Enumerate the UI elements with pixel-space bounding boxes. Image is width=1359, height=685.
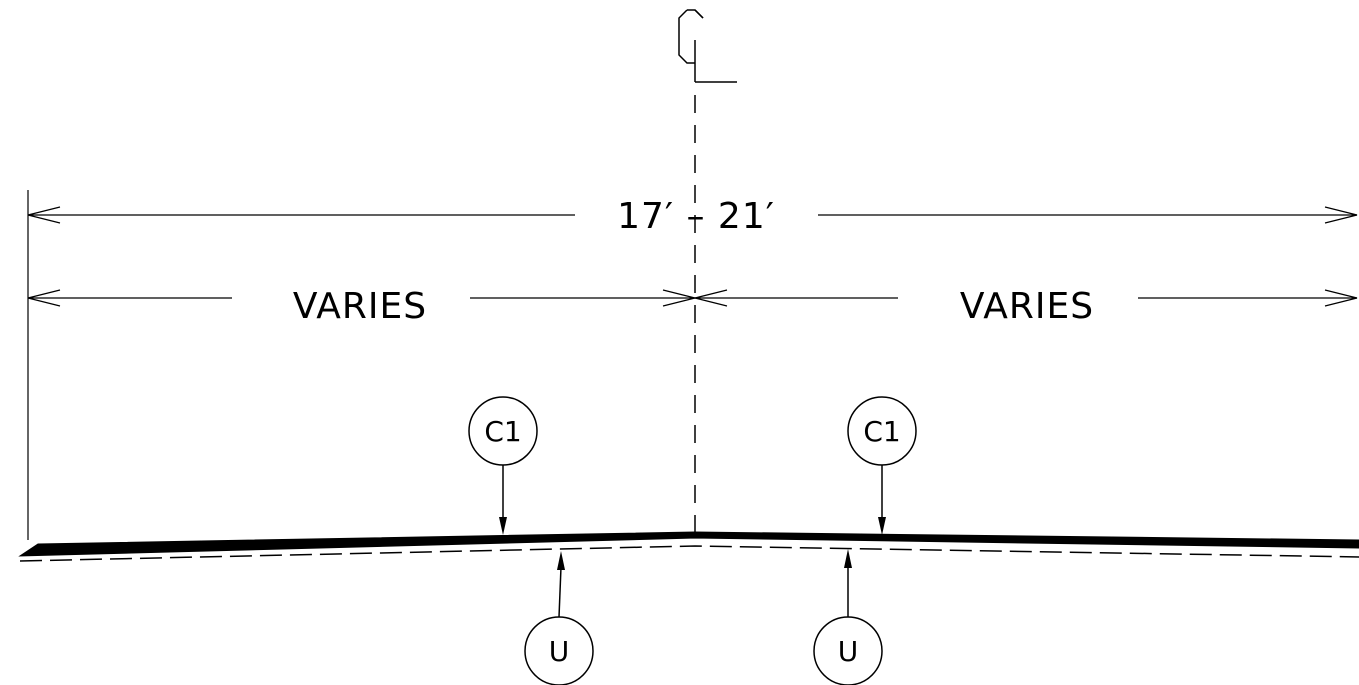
right-varies-dimension-line	[694, 289, 1358, 307]
callout-base-right-label: U	[838, 635, 859, 668]
callout-surface-left-label: C1	[484, 415, 521, 448]
callout-base-left	[524, 551, 594, 685]
callout-base-right	[813, 549, 883, 685]
pavement-surface-layer	[18, 531, 1359, 557]
overall-dimension-label: 17′ – 21′	[617, 196, 775, 237]
callout-surface-right-label: C1	[863, 415, 900, 448]
callout-surface-right	[847, 396, 917, 535]
callout-surface-left	[468, 396, 538, 535]
centerline-symbol	[678, 9, 737, 83]
base-course-line	[19, 545, 1359, 562]
left-varies-label: VARIES	[293, 286, 427, 327]
callout-base-left-label: U	[549, 635, 570, 668]
left-varies-dimension-line	[27, 289, 696, 307]
overall-dimension-line	[27, 206, 1358, 224]
right-varies-label: VARIES	[960, 286, 1094, 327]
